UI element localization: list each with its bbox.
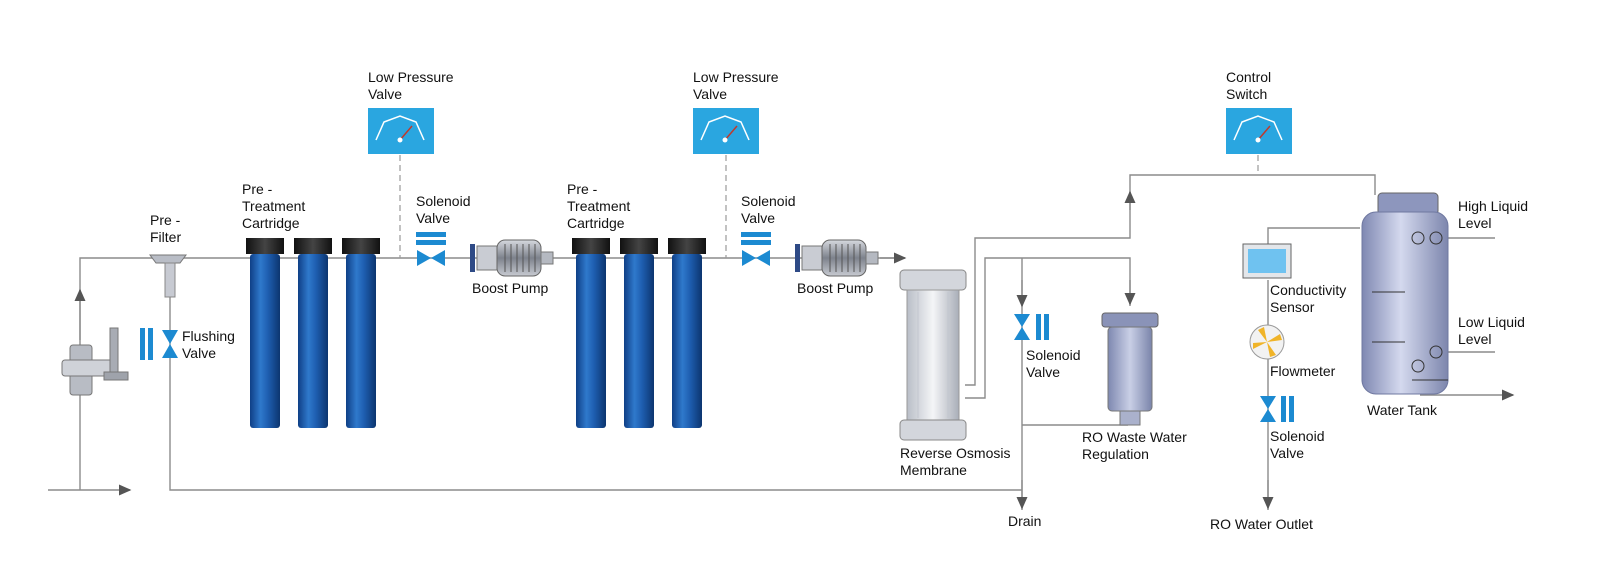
solenoid-valve-1-icon [416,232,446,266]
conductivity-label-2: Sensor [1270,299,1315,315]
cartridge1-label-1: Pre - [242,181,273,197]
solenoid3-label-2: Valve [1026,364,1060,380]
control-label-2: Switch [1226,86,1267,102]
flushing-valve-label-1: Flushing [182,328,235,344]
outlet-label: RO Water Outlet [1210,516,1313,532]
low-level-label-2: Level [1458,331,1491,347]
waste-label-2: Regulation [1082,446,1149,462]
solenoid3-label-1: Solenoid [1026,347,1081,363]
pipes [48,155,1515,510]
flowmeter-label: Flowmeter [1270,363,1336,379]
pre-filter-label-2: Filter [150,229,181,245]
pre-filter-label-1: Pre - [150,212,181,228]
conductivity-label-1: Conductivity [1270,282,1346,298]
low-pressure-gauge-2-icon [693,108,759,154]
water-tank-label: Water Tank [1367,402,1438,418]
pre-treatment-cartridges-2 [572,238,706,428]
low-pressure1-label-2: Valve [368,86,402,102]
cartridge1-label-2: Treatment [242,198,305,214]
solenoid2-label-1: Solenoid [741,193,796,209]
boost-pump2-label: Boost Pump [797,280,873,296]
cartridge2-label-3: Cartridge [567,215,625,231]
control-label-1: Control [1226,69,1271,85]
inlet-manifold [61,327,129,396]
flushing-valve-label-2: Valve [182,345,216,361]
cartridge1-label-3: Cartridge [242,215,300,231]
waste-water-regulator-icon [1101,312,1159,426]
drain-label: Drain [1008,513,1041,529]
high-level-label-1: High Liquid [1458,198,1528,214]
solenoid-valve-4-icon [1260,396,1294,422]
high-level-label-2: Level [1458,215,1491,231]
solenoid4-label-2: Valve [1270,445,1304,461]
low-pressure2-label-2: Valve [693,86,727,102]
conductivity-sensor-icon [1242,243,1292,279]
water-tank-icon [1361,192,1449,395]
ro-membrane-icon [899,269,967,441]
low-pressure-gauge-1-icon [368,108,434,154]
boost-pump-2-icon [795,239,879,277]
waste-label-1: RO Waste Water [1082,429,1187,445]
control-switch-icon [1226,108,1292,154]
membrane-label-1: Reverse Osmosis [900,445,1010,461]
solenoid4-label-1: Solenoid [1270,428,1325,444]
low-level-label-1: Low Liquid [1458,314,1525,330]
boost-pump1-label: Boost Pump [472,280,548,296]
pre-filter-icon [149,254,187,298]
cartridge2-label-1: Pre - [567,181,598,197]
solenoid2-label-2: Valve [741,210,775,226]
solenoid1-label-1: Solenoid [416,193,471,209]
boost-pump-1-icon [470,239,554,277]
solenoid1-label-2: Valve [416,210,450,226]
low-pressure1-label-1: Low Pressure [368,69,454,85]
flushing-valve-icon [140,328,178,360]
solenoid-valve-3-icon [1014,314,1049,340]
low-pressure2-label-1: Low Pressure [693,69,779,85]
solenoid-valve-2-icon [741,232,771,266]
membrane-label-2: Membrane [900,462,967,478]
pre-treatment-cartridges-1 [246,238,380,428]
cartridge2-label-2: Treatment [567,198,630,214]
flowmeter-icon [1249,324,1285,360]
